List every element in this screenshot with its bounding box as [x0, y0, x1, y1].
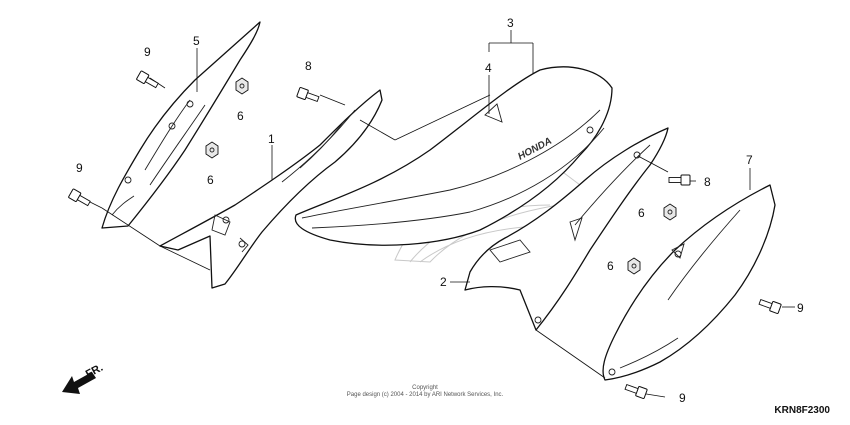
callout-7: 7 [746, 153, 753, 167]
left-upper-cover-part[interactable] [101, 21, 261, 229]
callout-3: 3 [507, 16, 514, 30]
copyright-title: Copyright [412, 385, 438, 391]
nut-6-right-lower[interactable] [627, 257, 641, 275]
right-side-cover-part[interactable] [464, 127, 669, 331]
callout-6-lower-left: 6 [207, 173, 214, 187]
bolt-8-left[interactable] [296, 87, 320, 104]
seat-part[interactable]: HONDA [294, 66, 613, 246]
right-upper-cover-part[interactable] [602, 184, 776, 381]
bolt-8-right[interactable] [668, 174, 691, 186]
front-direction-label: FR. [84, 362, 105, 381]
callout-9-right: 9 [797, 301, 804, 315]
callout-9-bottom: 9 [679, 391, 686, 405]
leader-lines [81, 30, 795, 398]
bolt-9-bottom[interactable] [624, 382, 648, 399]
nut-6-lower-left[interactable] [205, 141, 219, 159]
callout-9-top-left: 9 [144, 45, 151, 59]
callout-9-mid-left: 9 [76, 161, 83, 175]
callout-5: 5 [193, 34, 200, 48]
callout-4: 4 [485, 61, 492, 75]
callout-8-right: 8 [704, 175, 711, 189]
nut-6-upper-left[interactable] [235, 77, 249, 95]
bolt-9-top-left[interactable] [136, 70, 159, 90]
copyright-notice: Copyright Page design (c) 2004 - 2014 by… [0, 385, 850, 399]
left-side-cover-part[interactable] [159, 89, 383, 289]
callout-2: 2 [440, 275, 447, 289]
callout-6-upper-left: 6 [237, 109, 244, 123]
callout-6-right-upper: 6 [638, 206, 645, 220]
bolt-9-mid-left[interactable] [68, 188, 91, 208]
callout-6-right-lower: 6 [607, 259, 614, 273]
callout-8-left: 8 [305, 59, 312, 73]
callout-1: 1 [268, 132, 275, 146]
diagram-code: KRN8F2300 [774, 405, 830, 416]
bolt-9-right[interactable] [758, 297, 782, 314]
nut-6-right-upper[interactable] [663, 203, 677, 221]
copyright-text: Page design (c) 2004 - 2014 by ARI Netwo… [346, 392, 504, 398]
